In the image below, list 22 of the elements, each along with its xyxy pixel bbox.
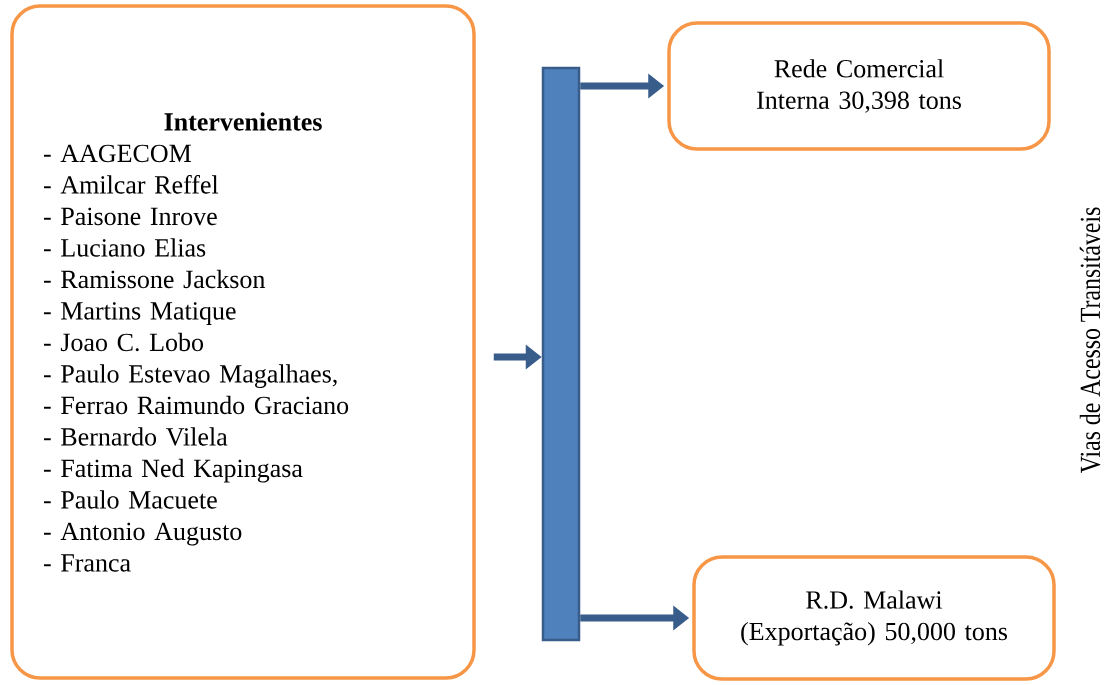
heading-text: Intervenientes (164, 112, 322, 131)
rounded-box (692, 555, 1056, 681)
list-item: - Ferrao Raimundo Graciano (44, 395, 349, 415)
list-item: - Joao C. Lobo (44, 332, 204, 352)
list-item: - Ramissone Jackson (44, 269, 265, 289)
list-item: - Martins Matique (44, 302, 236, 325)
list-item: - Amilcar Reffel (44, 175, 219, 194)
list-item: - Bernardo Vilela (44, 427, 228, 446)
list-item: - Antonio Augusto (44, 522, 242, 546)
list-item: - Franca (44, 554, 131, 572)
list-item: - AAGECOM (44, 144, 191, 163)
list-item: - Fatima Ned Kapingasa (44, 458, 303, 483)
participants-box (10, 4, 476, 680)
list-item: - Luciano Elias (44, 238, 206, 257)
list-item: - Paulo Macuete (44, 490, 217, 509)
vertical-label: Vias de Acesso Transitáveis (1079, 207, 1101, 473)
box-text: Rede Comercial Interna 30,398 tons (757, 59, 961, 113)
vertical-bar (541, 66, 581, 642)
box-text: R.D. Malawi (Exportação) 50,000 tons (741, 590, 1007, 646)
list-item: - Paulo Estevao Magalhaes, (44, 364, 337, 388)
rounded-box (667, 21, 1051, 151)
list-item: - Paisone Inrove (44, 207, 217, 226)
